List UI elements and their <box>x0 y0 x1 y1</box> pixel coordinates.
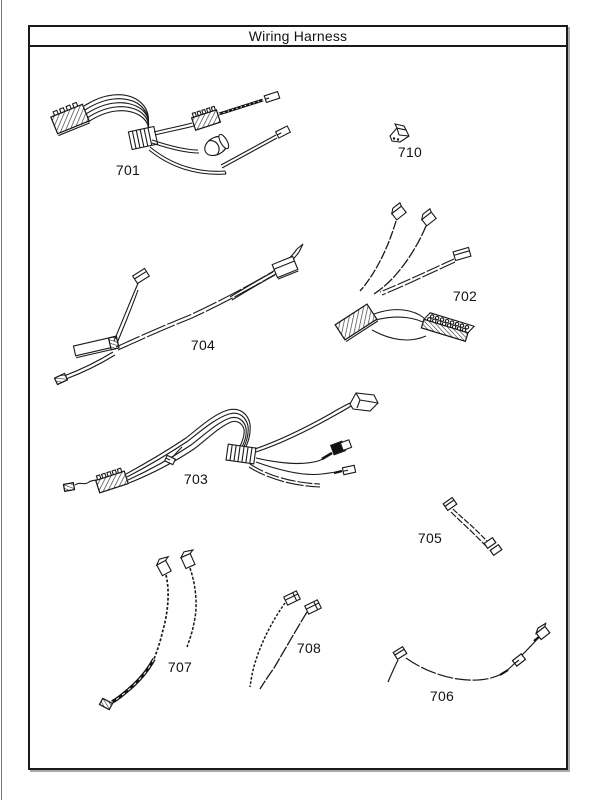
part-label-707: 707 <box>167 659 193 675</box>
part-708-drawing <box>249 590 322 690</box>
part-705-drawing <box>442 496 503 557</box>
part-702-drawing <box>334 201 476 343</box>
part-706-drawing <box>387 622 551 683</box>
part-label-710: 710 <box>397 144 423 160</box>
part-label-705: 705 <box>417 530 443 546</box>
part-label-703: 703 <box>183 471 209 487</box>
page-title: Wiring Harness <box>248 28 348 44</box>
part-704-drawing <box>53 243 304 386</box>
part-710-drawing <box>389 123 410 143</box>
part-label-706: 706 <box>429 688 455 704</box>
part-707-drawing <box>98 549 197 711</box>
diagram-frame: Wiring Harness <box>28 25 568 770</box>
title-bar: Wiring Harness <box>30 27 566 47</box>
page-edge-line <box>1 0 2 800</box>
part-703-drawing <box>62 392 379 494</box>
part-label-702: 702 <box>452 288 478 304</box>
part-label-701: 701 <box>115 162 141 178</box>
part-701-drawing <box>50 90 292 175</box>
part-label-708: 708 <box>296 640 322 656</box>
part-label-704: 704 <box>190 337 216 353</box>
